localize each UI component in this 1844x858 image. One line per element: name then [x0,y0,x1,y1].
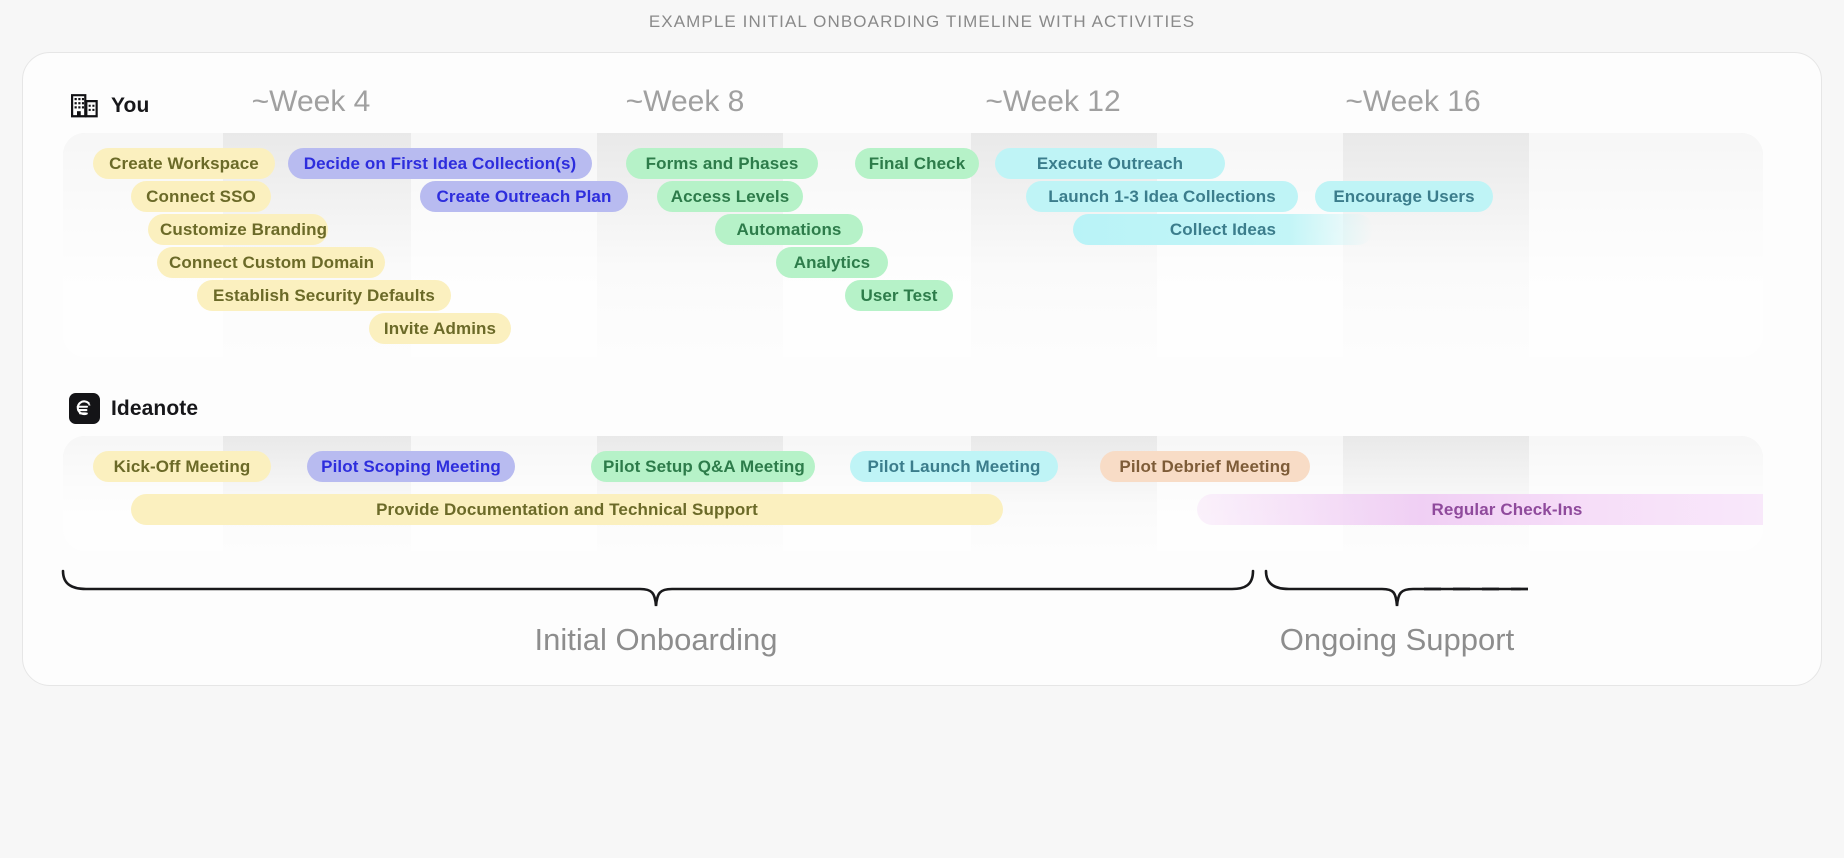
activity-pill[interactable]: Provide Documentation and Technical Supp… [131,494,1003,525]
activity-pill[interactable]: Final Check [855,148,979,179]
activity-pill[interactable]: Decide on First Idea Collection(s) [288,148,592,179]
activity-pill[interactable]: Connect SSO [131,181,271,212]
activity-pill[interactable]: Connect Custom Domain [157,247,385,278]
activity-pill[interactable]: Encourage Users [1315,181,1493,212]
activity-pill[interactable]: Pilot Debrief Meeting [1100,451,1310,482]
phase-label-initial-onboarding: Initial Onboarding [534,622,778,657]
building-icon [71,94,98,118]
activity-pill[interactable]: Regular Check-Ins [1197,494,1763,525]
lane-header-ideanote: Ideanote [69,393,198,424]
activity-pill[interactable]: Analytics [776,247,888,278]
track-stripe [1529,436,1763,551]
activity-pill[interactable]: Customize Branding [148,214,328,245]
activity-pill[interactable]: User Test [845,280,953,311]
activity-pill[interactable]: Collect Ideas [1073,214,1373,245]
activity-pill[interactable]: Establish Security Defaults [197,280,451,311]
activity-pill[interactable]: Pilot Launch Meeting [850,451,1058,482]
activity-pill[interactable]: Create Outreach Plan [420,181,628,212]
week-axis-you: ~Week 4 ~Week 8 ~Week 12 ~Week 16 [23,85,1821,129]
phase-label-ongoing-support: Ongoing Support [1279,622,1515,657]
activity-pill[interactable]: Pilot Scoping Meeting [307,451,515,482]
week-label-4: ~Week 4 [251,85,371,118]
lane-label-you: You [111,93,150,117]
activity-pill[interactable]: Create Workspace [93,148,275,179]
activity-pill[interactable]: Access Levels [657,181,803,212]
activity-pill[interactable]: Automations [715,214,863,245]
week-label-12: ~Week 12 [985,85,1121,118]
week-label-16: ~Week 16 [1345,85,1481,118]
page-title: EXAMPLE INITIAL ONBOARDING TIMELINE WITH… [648,12,1196,31]
activity-pill[interactable]: Launch 1-3 Idea Collections [1026,181,1298,212]
activity-pill[interactable]: Pilot Setup Q&A Meeting [591,451,815,482]
activity-pill[interactable]: Kick-Off Meeting [93,451,271,482]
track-you: Create Workspace Decide on First Idea Co… [63,133,1763,357]
activity-pill[interactable]: Execute Outreach [995,148,1225,179]
activity-pill[interactable]: Invite Admins [369,313,511,344]
timeline-card: You ~Week 4 ~Week 8 ~Week 12 ~Week 16 Cr… [22,52,1822,686]
week-label-8: ~Week 8 [625,85,745,118]
ideanote-logo-icon [69,393,100,424]
lane-header-you: You [69,90,149,121]
activity-pill[interactable]: Forms and Phases [626,148,818,179]
track-stripe [1529,133,1763,357]
lane-label-ideanote: Ideanote [111,396,199,420]
track-ideanote: Kick-Off Meeting Pilot Scoping Meeting P… [63,436,1763,551]
